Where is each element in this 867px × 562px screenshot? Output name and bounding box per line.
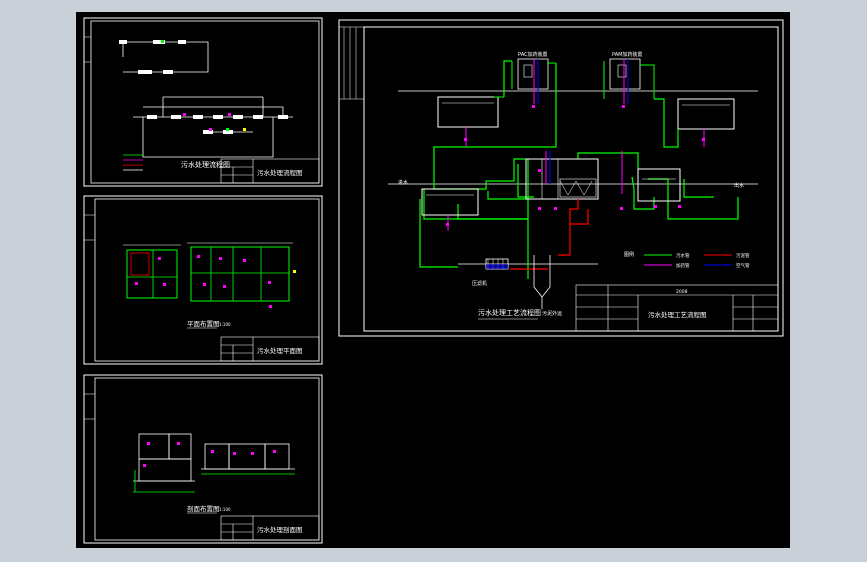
- main-titleblock: [575, 284, 779, 332]
- svg-text:图例: 图例: [624, 251, 634, 258]
- main-tank-right: [637, 168, 681, 202]
- section-titleblock-name: 污水处理剖面图: [257, 525, 303, 534]
- pipe-legend: 图例 污水管 污泥管 加药管 空气管: [624, 251, 750, 269]
- section-right: [201, 443, 295, 470]
- main-left-strip: [339, 26, 364, 100]
- dosing-right-label: PAM加药装置: [612, 51, 642, 58]
- dosing-unit-left: [511, 58, 556, 104]
- plan-titleblock-name: 污水处理平面图: [257, 346, 303, 355]
- valve-marks: [446, 105, 705, 226]
- inlet-label: 进水: [398, 179, 408, 186]
- flowchart-titleblock-name: 污水处理流程图: [257, 168, 303, 177]
- legend-label-3: 空气管: [736, 262, 750, 269]
- section-left: [133, 433, 195, 482]
- sheet-section[interactable]: 剖面布置图 1:100 污水处理剖面图: [83, 374, 323, 544]
- section-caption: 剖面布置图: [187, 504, 220, 513]
- pipe-sewage-network: [419, 60, 739, 279]
- sheet-plan[interactable]: 平面布置图 1:100 污水处理平面图: [83, 195, 323, 365]
- main-tank-left: [421, 188, 479, 231]
- plan-tank-left: [123, 244, 181, 299]
- flowchart-lines: [122, 41, 293, 158]
- sheet-flowchart[interactable]: 污水处理流程图 污水处理流程图: [83, 17, 323, 187]
- sludge-hopper: [533, 255, 551, 309]
- legend-label-1: 污泥管: [736, 252, 750, 259]
- outlet-label: 出水: [734, 182, 744, 189]
- section-scale: 1:100: [219, 507, 231, 512]
- plan-caption: 平面布置图: [187, 319, 220, 328]
- tank-top-left: [437, 96, 504, 147]
- filter-press-label: 压滤机: [472, 280, 487, 287]
- filter-press: [485, 258, 509, 270]
- dosing-unit-right: [603, 58, 655, 104]
- plan-scale: 1:100: [219, 322, 231, 327]
- plan-titleblock: [220, 336, 320, 362]
- flowchart-title: 污水处理流程图: [181, 160, 230, 169]
- dosing-left-label: PAC加药装置: [518, 51, 548, 58]
- plan-tank-right: [187, 242, 296, 308]
- sheet-process-flow[interactable]: PAC加药装置 PAM加药装置: [338, 19, 784, 337]
- flowchart-legend: [123, 154, 143, 171]
- flowchart-dosing-marks: [161, 40, 246, 131]
- legend-label-2: 加药管: [676, 262, 690, 269]
- section-titleblock: [220, 515, 320, 541]
- flowchart-titleblock: [220, 158, 320, 184]
- drawing-canvas[interactable]: 污水处理流程图 污水处理流程图: [76, 12, 790, 548]
- flowchart-boxes: [119, 40, 288, 134]
- pipe-sludge-network: [510, 199, 589, 270]
- sludge-label: 污泥外运: [542, 310, 562, 317]
- main-reactor: [525, 151, 623, 200]
- main-titleblock-code: 2008: [676, 289, 688, 295]
- legend-label-0: 污水管: [676, 252, 690, 259]
- main-titleblock-name: 污水处理工艺流程图: [648, 310, 707, 319]
- ground-lines: [388, 90, 758, 265]
- main-caption: 污水处理工艺流程图: [478, 308, 541, 317]
- tank-top-right: [677, 98, 735, 147]
- section-marks: [143, 442, 276, 467]
- section-left-dims: [133, 470, 195, 493]
